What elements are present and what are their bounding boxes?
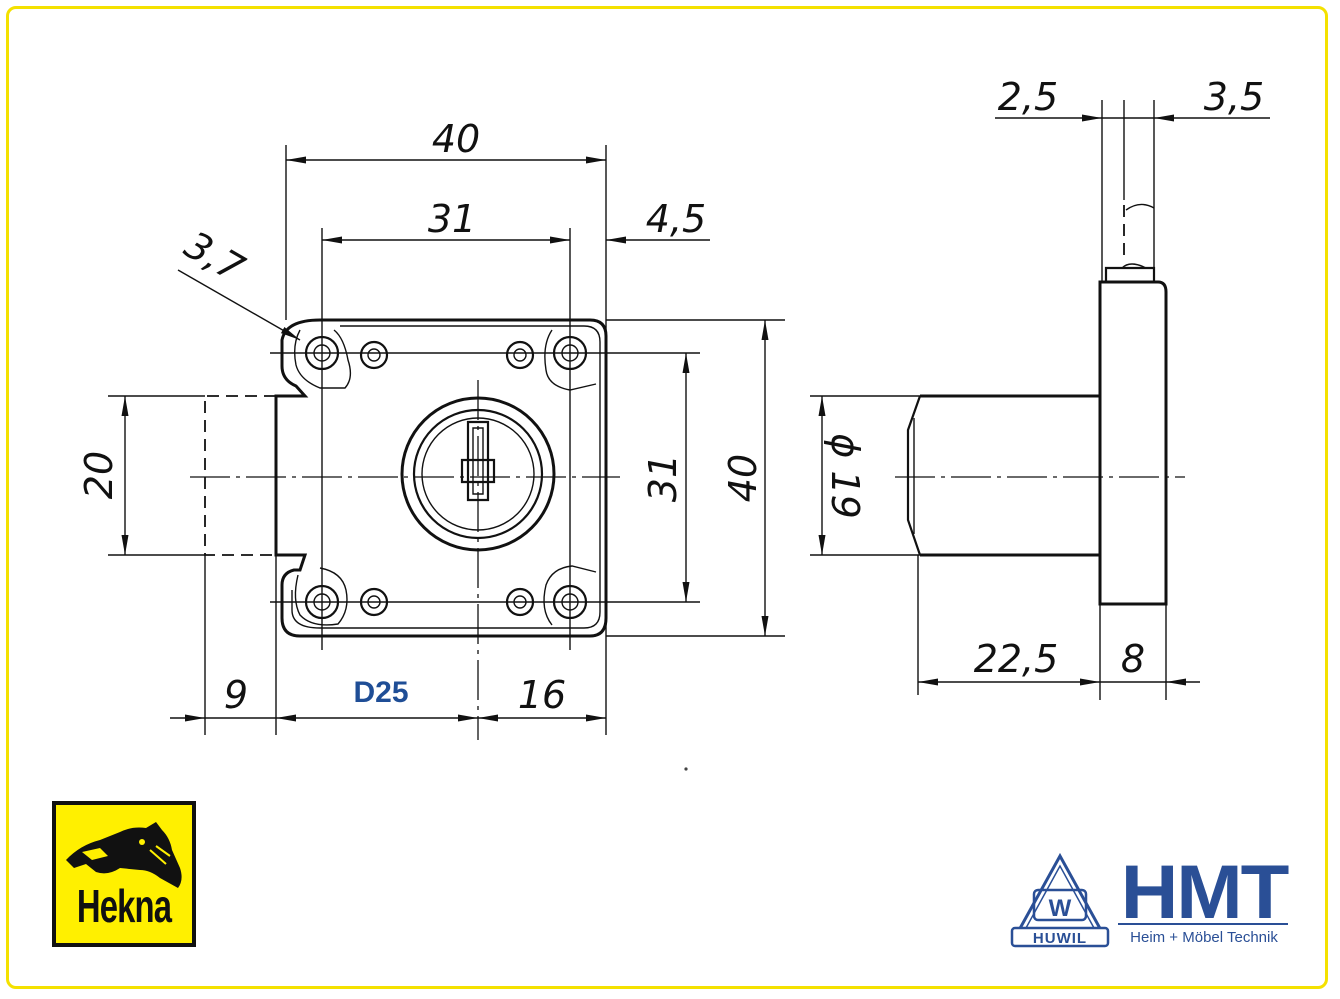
- huwil-mark-letter: W: [1049, 895, 1072, 922]
- mounting-plate-side: [1098, 280, 1168, 606]
- plate-hidden-curve: [1125, 203, 1155, 211]
- huwil-name: HUWIL: [1033, 930, 1087, 947]
- lug-bottom-left: [294, 567, 348, 626]
- lug-top-left: [293, 329, 352, 389]
- dim-20: 20: [77, 451, 121, 499]
- lug-top-right: [544, 329, 597, 391]
- dim-22-5: 22,5: [974, 637, 1059, 681]
- side-view: 2,5 3,5 ϕ 19 22,5 8: [810, 75, 1270, 700]
- bolt-extension-dashed: [204, 395, 276, 556]
- dim-4-5: 4,5: [646, 197, 706, 241]
- lock-body-outline: [274, 318, 608, 638]
- dim-3-7: 3,7: [177, 223, 251, 291]
- dim-leader-3-7: [177, 269, 301, 341]
- cylinder-front-cap: [906, 395, 922, 556]
- dim-9: 9: [224, 673, 248, 717]
- hmt-tagline: Heim + Möbel Technik: [1130, 929, 1278, 946]
- dim-40-top: 40: [432, 117, 480, 161]
- dim-2-5: 2,5: [998, 75, 1058, 119]
- dim-d25-label: D25: [353, 676, 408, 709]
- dim-dia-19: ϕ 19: [823, 433, 867, 519]
- lug-bottom-right: [543, 565, 597, 626]
- plate-top-curve: [1121, 263, 1147, 269]
- hekna-wordmark: Hekna: [77, 882, 173, 933]
- stray-dot: [684, 767, 688, 771]
- lock-body-inner: [291, 325, 601, 629]
- cylinder-side: [920, 394, 1102, 557]
- page-frame: [6, 6, 1328, 989]
- rivet-tl: [359, 340, 389, 370]
- dim-40-right: 40: [721, 454, 765, 502]
- front-view: 40 31 4,5 3,7 20 31 40 9 D25 16: [77, 117, 785, 740]
- dim-8: 8: [1121, 637, 1145, 681]
- dim-3-5: 3,5: [1204, 75, 1264, 119]
- rivet-tr: [505, 340, 535, 370]
- dim-16: 16: [518, 673, 566, 717]
- plate-top-tab: [1104, 266, 1156, 282]
- hmt-wordmark: HMT: [1121, 849, 1289, 935]
- hekna-animal-icon: [66, 822, 182, 888]
- dim-31-top: 31: [428, 197, 476, 241]
- dim-31-right: 31: [641, 454, 685, 502]
- hekna-logo: Hekna: [52, 801, 196, 947]
- huwil-hmt-logo: W HUWIL HMT Heim + Möbel Technik: [1010, 849, 1291, 948]
